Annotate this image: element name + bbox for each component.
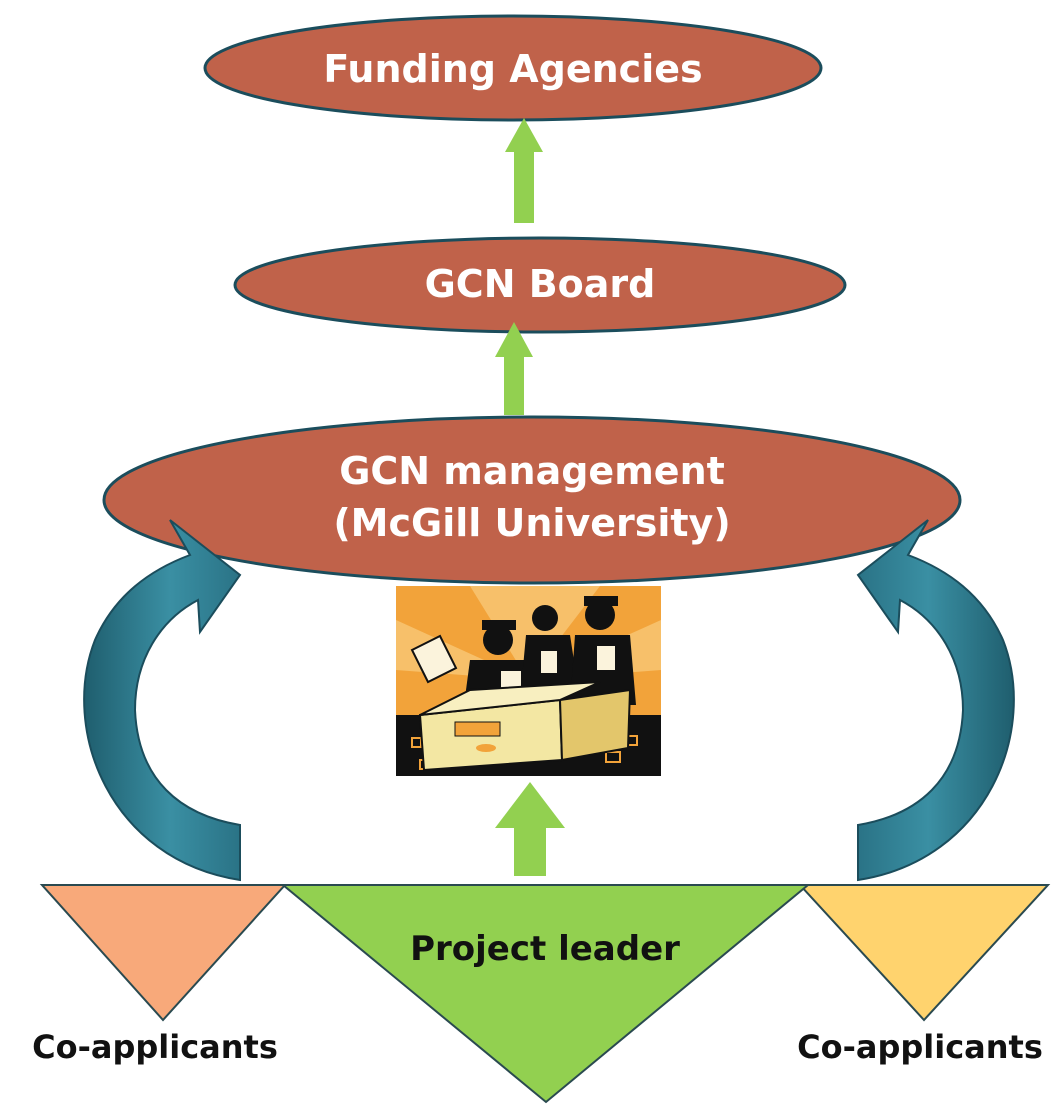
arrow-leader-to-management [495,782,565,876]
gcn-board-label: GCN Board [425,262,656,306]
coapplicants-left-label: Co-applicants [32,1028,278,1066]
funding-agencies-label: Funding Agencies [323,47,702,91]
coapplicants-right-node [797,884,1051,1022]
gcn-management-label-line1: GCN management [339,449,725,493]
curved-arrow-right [856,519,1015,882]
curved-arrow-left [83,519,242,882]
gcn-board-node: GCN Board [233,236,847,334]
arrow-board-to-funding [505,118,543,223]
coapplicants-right-label: Co-applicants [797,1028,1043,1066]
funding-agencies-node: Funding Agencies [203,14,823,122]
arrow-management-to-board [495,322,533,415]
coapplicants-left-node [39,884,288,1022]
team-in-box-illustration [396,586,661,776]
gcn-management-node: GCN management (McGill University) [102,415,962,585]
project-leader-label: Project leader [410,929,680,969]
project-leader-node: Project leader [280,884,811,1104]
gcn-management-label-line2: (McGill University) [333,501,730,545]
